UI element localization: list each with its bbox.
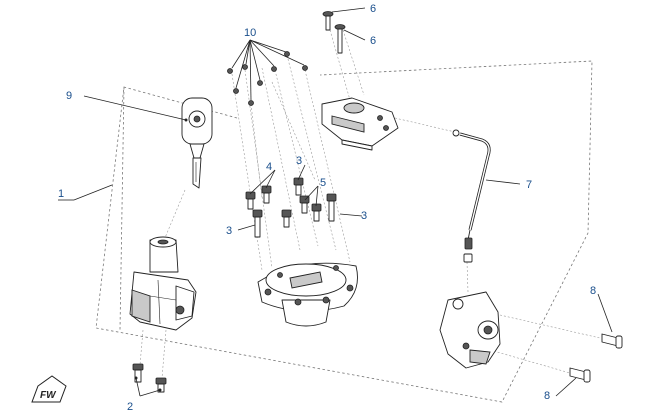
callout-1: 1 <box>58 188 64 200</box>
leader-lines <box>58 7 613 397</box>
callout-6-bottom: 6 <box>370 35 376 47</box>
ignition-switch-part <box>129 236 197 331</box>
callout-7: 7 <box>526 179 532 191</box>
callout-8-bottom: 8 <box>544 390 550 402</box>
callout-8-top: 8 <box>590 285 596 297</box>
cable-part <box>452 129 491 263</box>
top-cover-part <box>321 97 399 151</box>
assembly-boundary <box>95 60 593 403</box>
callout-labels: 9 1 2 3 3 3 4 5 6 6 7 8 8 10 <box>58 3 596 413</box>
screw-part-2 <box>132 363 167 393</box>
callout-5: 5 <box>320 177 326 189</box>
bolt-parts <box>245 177 337 238</box>
brand-logo: FW <box>31 375 67 403</box>
callout-10: 10 <box>244 27 256 39</box>
callout-4: 4 <box>266 161 272 173</box>
actuator-bracket-part <box>439 291 501 369</box>
bolt-part-8 <box>569 333 623 383</box>
callout-6-top: 6 <box>370 3 376 15</box>
callout-2: 2 <box>127 401 133 413</box>
fuel-cap-base-part <box>257 262 358 327</box>
brand-logo-text: FW <box>40 390 57 401</box>
callout-3-top: 3 <box>296 155 302 167</box>
alignment-lines <box>139 29 601 379</box>
callout-9: 9 <box>66 90 72 102</box>
screw-part-10 <box>227 51 308 106</box>
callout-3-right: 3 <box>361 210 367 222</box>
key-part <box>181 97 213 189</box>
bolt-part-6 <box>322 11 346 54</box>
callout-3-left: 3 <box>226 225 232 237</box>
